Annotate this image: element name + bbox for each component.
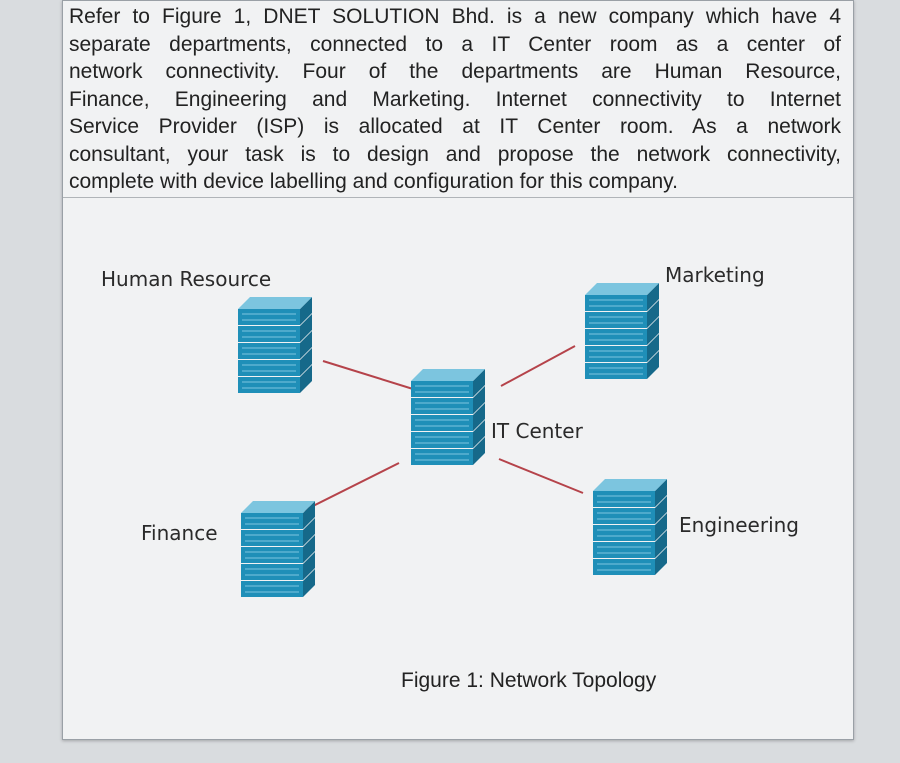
switch-side-face [300,314,312,342]
switch-front-face [585,329,647,345]
switch-front-face [238,377,300,393]
switch-front-face [241,513,303,529]
switch-front-face [593,491,655,507]
link-engineering-it [498,458,584,494]
node-label-finance: Finance [141,521,218,545]
switch-top-face [411,369,485,381]
question-line: consultant, your task is to design and p… [69,142,841,166]
switch-side-face [303,501,315,529]
question-text: Refer to Figure 1, DNET SOLUTION Bhd. is… [69,3,841,196]
switch-side-face [300,297,312,325]
question-line: Service Provider (ISP) is allocated at I… [69,115,841,138]
switch-side-face [303,569,315,597]
switch-front-face [585,346,647,362]
question-line: Finance, Engineering and Marketing. Inte… [69,87,841,111]
switch-side-face [647,283,659,311]
switch-side-face [655,547,667,575]
switch-front-face [593,542,655,558]
link-hr-it [322,360,414,390]
figure-caption: Figure 1: Network Topology [401,669,657,692]
switch-side-face [303,552,315,580]
switch-stack-icon-it-center [411,369,485,465]
question-line: complete with device labelling and confi… [69,170,678,193]
switch-front-face [585,363,647,379]
switch-side-face [303,535,315,563]
switch-side-face [300,331,312,359]
switch-front-face [238,309,300,325]
switch-side-face [655,496,667,524]
switch-stack-icon-engineering [593,479,667,575]
switch-front-face [241,581,303,597]
switch-side-face [655,530,667,558]
switch-top-face [241,501,315,513]
switch-front-face [411,415,473,431]
switch-front-face [238,360,300,376]
switch-side-face [655,513,667,541]
switch-front-face [593,525,655,541]
link-marketing-it [500,345,576,387]
switch-side-face [473,437,485,465]
switch-side-face [303,518,315,546]
switch-front-face [593,508,655,524]
question-line: separate departments, connected to a IT … [69,32,841,56]
node-label-human-resource: Human Resource [101,267,272,291]
switch-top-face [593,479,667,491]
switch-side-face [647,300,659,328]
switch-stack-icon-human-resource [238,297,312,393]
network-topology-diagram [238,283,667,597]
switch-front-face [241,530,303,546]
switch-front-face [585,312,647,328]
switch-side-face [647,351,659,379]
switch-side-face [473,386,485,414]
switch-top-face [238,297,312,309]
switch-front-face [593,559,655,575]
node-label-it-center: IT Center [491,419,583,443]
switch-front-face [585,295,647,311]
switch-side-face [300,365,312,393]
switch-front-face [411,381,473,397]
divider [63,197,853,198]
switch-front-face [238,326,300,342]
switch-side-face [647,317,659,345]
switch-side-face [473,420,485,448]
switch-front-face [411,398,473,414]
document-page: Refer to Figure 1, DNET SOLUTION Bhd. is… [62,0,854,740]
question-line: Refer to Figure 1, DNET SOLUTION Bhd. is… [69,5,841,28]
switch-side-face [647,334,659,362]
switch-side-face [473,403,485,431]
switch-stack-icon-finance [241,501,315,597]
switch-front-face [411,449,473,465]
switch-front-face [241,547,303,563]
switch-stack-icon-marketing [585,283,659,379]
switch-top-face [585,283,659,295]
switch-front-face [238,343,300,359]
question-line: network connectivity. Four of the depart… [69,60,841,83]
node-label-marketing: Marketing [665,263,765,287]
switch-front-face [241,564,303,580]
switch-front-face [411,432,473,448]
switch-side-face [655,479,667,507]
switch-side-face [473,369,485,397]
node-label-engineering: Engineering [679,513,799,537]
link-finance-it [302,462,400,512]
switch-side-face [300,348,312,376]
